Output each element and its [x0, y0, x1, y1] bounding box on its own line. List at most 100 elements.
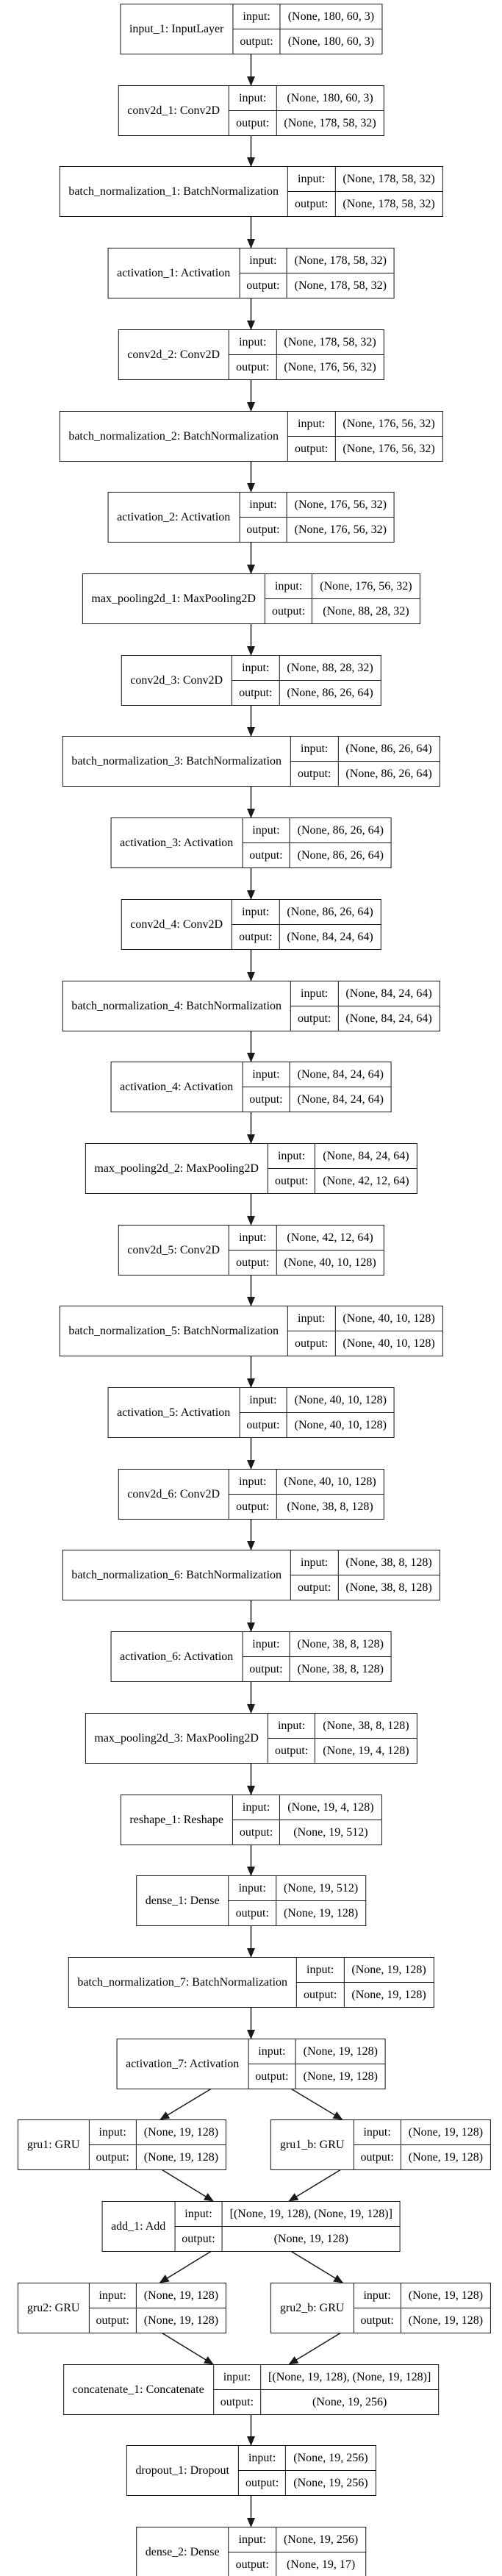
- output-shape: (None, 176, 56, 32): [334, 436, 443, 462]
- layer-node-gru1: gru1: GRU input: (None, 19, 128) output:…: [17, 2119, 227, 2170]
- input-shape: (None, 38, 8, 128): [315, 1713, 417, 1739]
- edge-activation_7-to-gru1_b: [283, 2083, 343, 2120]
- layer-label: batch_normalization_5: BatchNormalizatio…: [59, 1306, 289, 1356]
- layer-label: activation_3: Activation: [110, 817, 243, 868]
- layer-label: dense_2: Dense: [135, 2527, 229, 2576]
- input-shape: (None, 19, 256): [285, 2445, 376, 2471]
- input-row-label: input:: [88, 2283, 137, 2308]
- output-shape: (None, 84, 24, 64): [289, 1087, 392, 1112]
- output-row-label: output:: [228, 1900, 276, 1926]
- layer-node-batch_normalization_1: batch_normalization_1: BatchNormalizatio…: [59, 166, 443, 217]
- input-shape: (None, 40, 10, 128): [334, 1306, 443, 1331]
- input-shape: (None, 40, 10, 128): [286, 1387, 395, 1413]
- output-row-label: output:: [232, 924, 280, 950]
- input-shape: (None, 84, 24, 64): [289, 1062, 392, 1087]
- layer-node-activation_2: activation_2: Activation input: (None, 1…: [107, 492, 395, 543]
- input-row-label: input:: [174, 2201, 223, 2227]
- output-shape: (None, 19, 512): [279, 1820, 382, 1845]
- layer-node-activation_5: activation_5: Activation input: (None, 4…: [107, 1387, 395, 1438]
- output-shape: (None, 84, 24, 64): [337, 1006, 440, 1031]
- output-row-label: output:: [237, 2470, 287, 2496]
- output-row-label: output:: [242, 1656, 290, 1682]
- output-shape: (None, 40, 10, 128): [286, 1412, 395, 1438]
- input-shape: [(None, 19, 128), (None, 19, 128)]: [221, 2201, 401, 2227]
- layer-node-dense_1: dense_1: Dense input: (None, 19, 512) ou…: [135, 1875, 367, 1926]
- layer-label: gru2_b: GRU: [270, 2283, 354, 2333]
- input-row-label: input:: [290, 736, 339, 762]
- output-row-label: output:: [290, 1575, 339, 1600]
- input-shape: (None, 86, 26, 64): [337, 736, 440, 762]
- output-row-label: output:: [264, 598, 313, 624]
- layer-label: dropout_1: Dropout: [126, 2445, 239, 2496]
- input-row-label: input:: [353, 2283, 401, 2308]
- layer-node-batch_normalization_6: batch_normalization_6: BatchNormalizatio…: [62, 1550, 440, 1600]
- layer-node-conv2d_5: conv2d_5: Conv2D input: (None, 42, 12, 6…: [118, 1225, 384, 1276]
- layer-label: activation_5: Activation: [107, 1387, 240, 1438]
- input-row-label: input:: [287, 411, 336, 437]
- layer-node-max_pooling2d_2: max_pooling2d_2: MaxPooling2D input: (No…: [85, 1143, 417, 1194]
- input-shape: (None, 19, 128): [400, 2119, 492, 2145]
- input-shape: (None, 180, 60, 3): [279, 4, 383, 29]
- input-row-label: input:: [242, 1062, 290, 1087]
- input-shape: (None, 38, 8, 128): [289, 1631, 392, 1657]
- layer-node-max_pooling2d_1: max_pooling2d_1: MaxPooling2D input: (No…: [82, 573, 420, 624]
- input-shape: (None, 19, 128): [343, 1957, 434, 1983]
- input-shape: (None, 178, 58, 32): [334, 166, 443, 192]
- input-shape: (None, 19, 128): [400, 2283, 492, 2308]
- input-row-label: input:: [242, 817, 290, 843]
- edge-activation_7-to-gru1: [159, 2083, 220, 2120]
- output-row-label: output:: [287, 191, 336, 217]
- output-shape: (None, 38, 8, 128): [276, 1494, 384, 1520]
- layer-label: conv2d_2: Conv2D: [118, 329, 230, 380]
- output-shape: (None, 84, 24, 64): [279, 924, 381, 950]
- edge-gru2_b-to-concatenate_1: [288, 2328, 349, 2365]
- input-row-label: input:: [296, 1957, 345, 1983]
- output-shape: (None, 19, 128): [400, 2144, 492, 2170]
- input-shape: (None, 19, 128): [135, 2283, 227, 2308]
- layer-label: activation_1: Activation: [107, 248, 240, 298]
- layer-node-activation_1: activation_1: Activation input: (None, 1…: [107, 248, 395, 298]
- output-shape: (None, 38, 8, 128): [289, 1656, 392, 1682]
- output-row-label: output:: [290, 761, 339, 787]
- layer-node-gru1_b: gru1_b: GRU input: (None, 19, 128) outpu…: [270, 2119, 492, 2170]
- input-row-label: input:: [232, 4, 281, 29]
- output-shape: (None, 19, 256): [285, 2470, 376, 2496]
- layer-label: max_pooling2d_2: MaxPooling2D: [85, 1143, 268, 1194]
- input-row-label: input:: [229, 1469, 277, 1495]
- input-row-label: input:: [287, 166, 336, 192]
- output-row-label: output:: [353, 2144, 401, 2170]
- layer-label: dense_1: Dense: [135, 1875, 229, 1926]
- layer-node-batch_normalization_5: batch_normalization_5: BatchNormalizatio…: [59, 1306, 443, 1356]
- output-shape: (None, 88, 28, 32): [312, 598, 420, 624]
- layer-node-conv2d_1: conv2d_1: Conv2D input: (None, 180, 60, …: [118, 85, 384, 136]
- layer-node-activation_4: activation_4: Activation input: (None, 8…: [110, 1062, 392, 1112]
- input-shape: (None, 84, 24, 64): [337, 981, 440, 1006]
- input-shape: (None, 176, 56, 32): [312, 573, 420, 599]
- layer-node-add_1: add_1: Add input: [(None, 19, 128), (Non…: [101, 2201, 401, 2252]
- input-shape: (None, 176, 56, 32): [334, 411, 443, 437]
- layer-label: gru1: GRU: [17, 2119, 90, 2170]
- layer-node-activation_3: activation_3: Activation input: (None, 8…: [110, 817, 392, 868]
- layer-node-batch_normalization_4: batch_normalization_4: BatchNormalizatio…: [62, 981, 440, 1031]
- output-row-label: output:: [229, 1494, 277, 1520]
- output-shape: (None, 19, 17): [275, 2552, 367, 2576]
- layer-label: max_pooling2d_1: MaxPooling2D: [82, 573, 265, 624]
- edge-add_1-to-gru2_b: [283, 2246, 344, 2283]
- output-row-label: output:: [229, 354, 277, 380]
- layer-node-batch_normalization_2: batch_normalization_2: BatchNormalizatio…: [59, 411, 443, 462]
- layer-label: add_1: Add: [101, 2201, 176, 2252]
- output-row-label: output:: [174, 2226, 223, 2252]
- layer-label: batch_normalization_1: BatchNormalizatio…: [59, 166, 289, 217]
- input-row-label: input:: [264, 573, 313, 599]
- input-shape: (None, 84, 24, 64): [315, 1143, 417, 1169]
- output-row-label: output:: [239, 517, 287, 543]
- layer-node-activation_6: activation_6: Activation input: (None, 3…: [110, 1631, 392, 1682]
- output-row-label: output:: [212, 2389, 262, 2415]
- layer-node-reshape_1: reshape_1: Reshape input: (None, 19, 4, …: [120, 1795, 382, 1845]
- layer-node-dropout_1: dropout_1: Dropout input: (None, 19, 256…: [126, 2445, 376, 2496]
- input-row-label: input:: [229, 1225, 277, 1251]
- input-row-label: input:: [228, 1875, 276, 1901]
- input-shape: (None, 40, 10, 128): [276, 1469, 384, 1495]
- layer-label: batch_normalization_3: BatchNormalizatio…: [62, 736, 292, 787]
- output-shape: (None, 38, 8, 128): [337, 1575, 440, 1600]
